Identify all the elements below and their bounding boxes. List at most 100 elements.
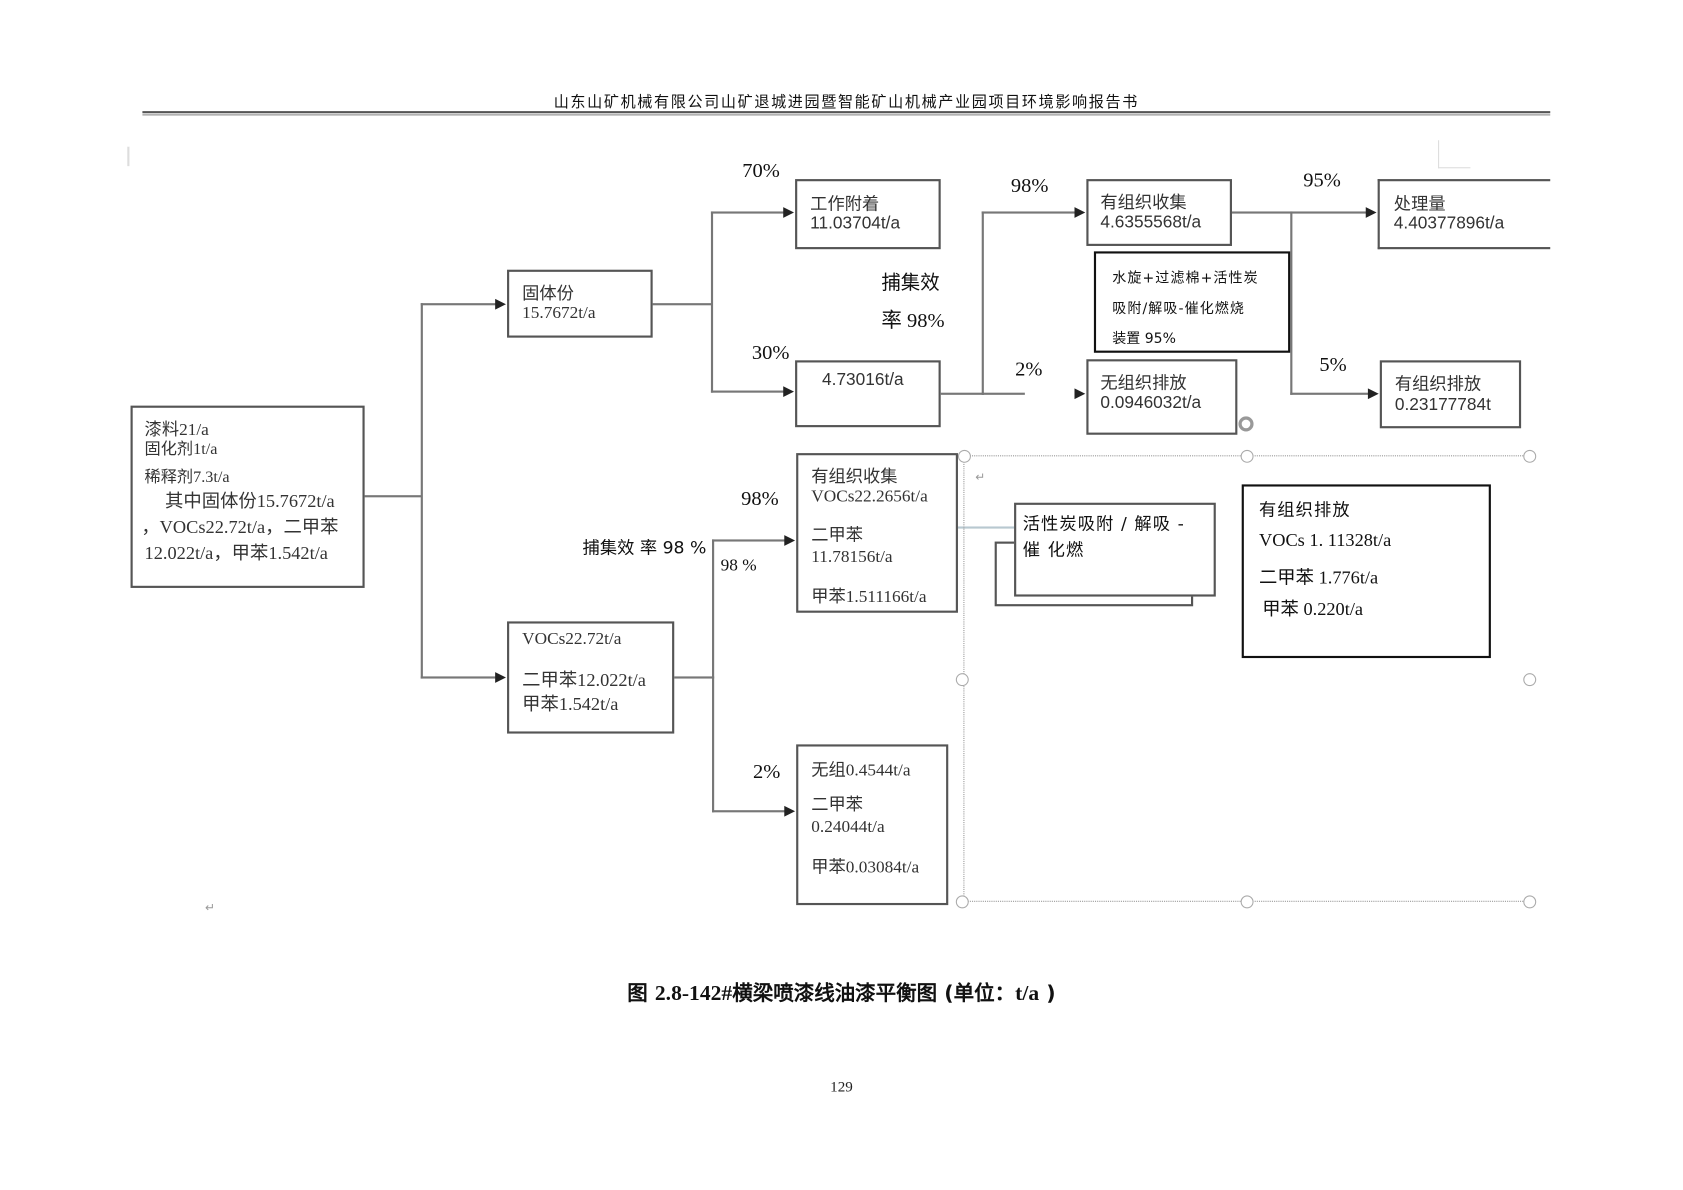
overspray-box: 4.73016t/a	[795, 360, 941, 428]
work-adhesion-value: 11.03704t/a	[810, 214, 901, 234]
source-line: 固化剂1t/a	[144, 441, 218, 459]
connector-line	[420, 303, 423, 679]
overspray-value: 4.73016t/a	[822, 371, 904, 390]
caption-number: 2.8-142#	[654, 981, 733, 1006]
solids-value: 15.7672t/a	[522, 304, 596, 323]
work-adhesion-box: 工作附着 11.03704t/a	[795, 179, 941, 250]
resize-handle[interactable]	[1240, 449, 1254, 463]
resize-handle[interactable]	[1523, 895, 1537, 909]
margin-mark-right-v	[1438, 140, 1440, 169]
caption-suffix: )	[1039, 981, 1056, 1006]
source-line: 其中固体份15.7672t/a	[165, 490, 335, 512]
margin-mark-right-h	[1438, 167, 1471, 169]
treated-amount-value: 4.40377896t/a	[1393, 214, 1505, 234]
source-line: ，VOCs22.72t/a，二甲苯	[141, 516, 339, 538]
connector-line	[957, 526, 1015, 529]
caption-unit: t/a	[1015, 981, 1040, 1006]
voc-line: 甲苯1.542t/a	[522, 693, 619, 715]
arrow-head-icon	[495, 298, 506, 310]
fugitive-emission-value: 0.0946032t/a	[1100, 393, 1202, 413]
resize-handle[interactable]	[1240, 895, 1254, 909]
page-header-title: 山东山矿机械有限公司山矿退城进园暨智能矿山机械产业园项目环境影响报告书	[553, 93, 1139, 112]
arrow-head-icon	[783, 207, 794, 218]
arrow-head-icon	[1367, 388, 1379, 400]
arrow-head-icon	[784, 805, 796, 817]
arrow-head-icon	[495, 672, 506, 683]
treatment-note-line: 水旋+过滤棉+活性炭	[1112, 270, 1259, 287]
arrow-head-icon	[783, 386, 794, 397]
resize-handle[interactable]	[957, 449, 971, 463]
connector-line	[712, 539, 786, 542]
connector-line	[1290, 392, 1371, 395]
percent-label: 30%	[751, 341, 790, 365]
percent-label: 98%	[1010, 174, 1049, 198]
source-line: 稀释剂7.3t/a	[144, 469, 230, 487]
voc-collection-line: VOCs22.2656t/a	[811, 487, 928, 506]
connector-line	[420, 303, 497, 306]
connector-line	[710, 211, 714, 393]
organized-emission-box: 有组织排放 0.23177784t	[1379, 360, 1522, 429]
voc-fugitive-line: 二甲苯	[811, 793, 864, 815]
connector-line	[981, 392, 1025, 395]
header-rule	[142, 111, 1551, 114]
connector-line	[710, 390, 785, 393]
connector-line	[712, 539, 715, 813]
arrow-head-icon	[784, 535, 796, 546]
caption-title: 横梁喷漆线油漆平衡图 (单位：	[732, 981, 1016, 1006]
rotate-handle-icon[interactable]	[1238, 416, 1254, 432]
resize-handle[interactable]	[1523, 673, 1537, 687]
voc-emission-line: 甲苯 0.220t/a	[1262, 598, 1364, 620]
fugitive-emission-box: 无组织排放 0.0946032t/a	[1086, 359, 1238, 435]
treated-amount-box: 处理量 4.40377896t/a	[1377, 179, 1551, 250]
page-number: 129	[830, 1079, 853, 1097]
connector-line	[1290, 211, 1293, 395]
resize-handle[interactable]	[1523, 449, 1537, 463]
percent-label: 70%	[742, 159, 780, 183]
voc-fugitive-box: 无组0.4544t/a 二甲苯 0.24044t/a 甲苯0.03084t/a	[796, 744, 949, 906]
percent-label: 2%	[1015, 358, 1043, 381]
organized-collection-value: 4.6355568t/a	[1100, 213, 1202, 232]
margin-mark-left	[127, 146, 130, 167]
treatment-note-line: 吸附/解吸-催化燃烧	[1112, 300, 1246, 318]
fugitive-emission-label: 无组织排放	[1100, 372, 1187, 393]
connector-line	[651, 303, 713, 306]
voc-fugitive-line: 0.24044t/a	[811, 817, 885, 837]
header-rule-thin	[142, 114, 1551, 116]
percent-label: 98%	[741, 487, 779, 511]
percent-label: 2%	[753, 760, 781, 784]
treatment-note-line: 装置 95%	[1112, 331, 1176, 348]
connector-line	[981, 211, 984, 395]
caption-prefix: 图	[627, 981, 655, 1006]
work-adhesion-label: 工作附着	[810, 193, 880, 214]
treated-amount-label: 处理量	[1393, 193, 1446, 214]
connector-line	[712, 810, 786, 813]
paragraph-mark-icon: ↵	[204, 901, 215, 915]
treatment-note-box: 水旋+过滤棉+活性炭 吸附/解吸-催化燃烧 装置 95%	[1093, 251, 1291, 353]
voc-fugitive-line: 无组0.4544t/a	[811, 761, 911, 780]
voc-emission-line: VOCs 1. 11328t/a	[1258, 529, 1392, 551]
voc-emission-line: 二甲苯 1.776t/a	[1258, 567, 1379, 588]
figure-caption: 图 2.8-142#横梁喷漆线油漆平衡图 (单位：t/a )	[0, 977, 1683, 1006]
connector-line	[1230, 211, 1369, 214]
percent-label: 95%	[1303, 169, 1341, 193]
paragraph-mark-icon: ↵	[975, 471, 986, 485]
connector-line	[710, 211, 785, 214]
source-materials-box: 漆料21/a 固化剂1t/a 稀释剂7.3t/a 其中固体份15.7672t/a…	[130, 405, 365, 588]
connector-line	[940, 392, 984, 395]
voc-fugitive-line: 甲苯0.03084t/a	[811, 858, 920, 878]
voc-treatment-box: 活性炭吸附 / 解吸 - 催 化燃	[1014, 502, 1216, 597]
voc-collection-box: 有组织收集 VOCs22.2656t/a 二甲苯 11.78156t/a 甲苯1…	[796, 453, 958, 613]
organized-collection-box: 有组织收集 4.6355568t/a	[1086, 179, 1232, 246]
voc-collection-line: 有组织收集	[811, 466, 898, 487]
arrow-head-icon	[1365, 207, 1377, 218]
capture-rate-value: 率 98%	[881, 309, 945, 333]
voc-emission-line: 有组织排放	[1258, 499, 1351, 520]
resize-handle[interactable]	[955, 895, 969, 909]
voc-box: VOCs22.72t/a 二甲苯12.022t/a 甲苯1.542t/a	[507, 621, 675, 734]
solids-label: 固体份	[522, 282, 574, 304]
organized-emission-value: 0.23177784t	[1394, 395, 1491, 415]
resize-handle[interactable]	[955, 673, 969, 687]
connector-line	[981, 211, 1075, 214]
voc-capture-rate-label: 捕集效 率 98 %	[582, 537, 707, 558]
